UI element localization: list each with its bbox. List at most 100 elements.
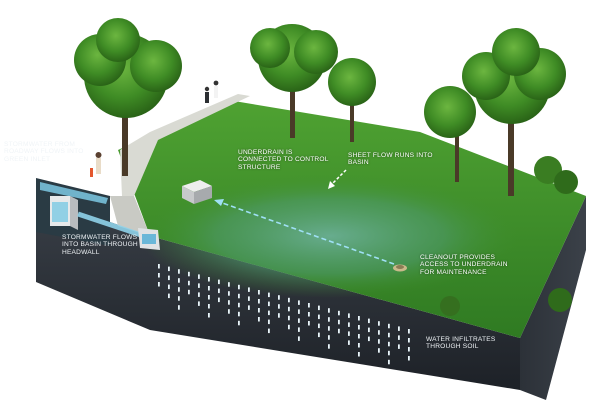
droplet bbox=[388, 332, 390, 338]
droplet bbox=[338, 310, 340, 316]
droplet bbox=[378, 348, 380, 353]
droplet bbox=[368, 336, 370, 342]
droplet bbox=[378, 339, 380, 344]
droplet bbox=[398, 326, 400, 331]
droplet bbox=[318, 305, 320, 311]
infiltration-droplets bbox=[158, 264, 410, 365]
droplet bbox=[238, 320, 240, 326]
pedestrians bbox=[90, 80, 219, 177]
underdrain-arrow bbox=[214, 199, 224, 206]
droplet bbox=[208, 286, 210, 291]
droplet bbox=[338, 328, 340, 334]
inlet-pipe bbox=[77, 211, 151, 241]
droplet bbox=[378, 330, 380, 335]
droplet bbox=[288, 315, 290, 321]
droplet bbox=[178, 287, 180, 292]
droplet bbox=[168, 293, 170, 299]
droplet bbox=[208, 277, 210, 282]
droplet bbox=[158, 264, 160, 269]
droplet bbox=[388, 350, 390, 356]
tree-right-large bbox=[462, 28, 566, 196]
droplet bbox=[358, 343, 360, 348]
droplet bbox=[208, 313, 210, 318]
droplet bbox=[248, 296, 250, 301]
droplet bbox=[308, 312, 310, 317]
roadway-flow-arrow bbox=[63, 173, 85, 181]
droplet bbox=[408, 338, 410, 343]
droplet bbox=[278, 295, 280, 300]
droplet bbox=[298, 309, 300, 314]
droplet bbox=[228, 309, 230, 314]
droplet bbox=[198, 274, 200, 279]
droplet bbox=[188, 289, 190, 295]
droplet bbox=[318, 332, 320, 338]
inlet-water bbox=[40, 182, 108, 204]
droplet bbox=[218, 279, 220, 285]
droplet bbox=[228, 282, 230, 287]
droplet bbox=[398, 344, 400, 349]
control-structure bbox=[182, 180, 212, 204]
droplet bbox=[248, 287, 250, 292]
droplet bbox=[238, 284, 240, 290]
droplet bbox=[398, 335, 400, 340]
droplet bbox=[328, 308, 330, 313]
droplet bbox=[258, 317, 260, 322]
droplet bbox=[238, 302, 240, 308]
droplet bbox=[278, 304, 280, 309]
tree-right-small bbox=[424, 86, 476, 182]
droplet bbox=[158, 282, 160, 287]
tree-center bbox=[250, 24, 338, 138]
droplet bbox=[308, 303, 310, 308]
droplet bbox=[388, 359, 390, 365]
sidewalk-path bbox=[120, 94, 250, 196]
droplet bbox=[218, 297, 220, 303]
droplet bbox=[348, 313, 350, 318]
droplet bbox=[268, 292, 270, 298]
droplet bbox=[408, 347, 410, 352]
label-sheet-flow: SHEET FLOW RUNS INTO BASIN bbox=[348, 152, 433, 167]
droplet bbox=[288, 324, 290, 330]
tree-left bbox=[74, 18, 182, 176]
droplet bbox=[368, 327, 370, 333]
droplet bbox=[348, 340, 350, 345]
droplet bbox=[188, 271, 190, 277]
droplet bbox=[238, 293, 240, 299]
droplet bbox=[328, 326, 330, 331]
droplet bbox=[278, 313, 280, 318]
label-stormwater-roadway: STORMWATER FROM ROADWAY FLOWS INTO GREEN… bbox=[4, 141, 84, 163]
droplet bbox=[368, 318, 370, 324]
shrubs bbox=[440, 156, 578, 316]
droplet bbox=[218, 288, 220, 294]
droplet bbox=[268, 301, 270, 307]
droplet bbox=[268, 319, 270, 325]
cleanout bbox=[393, 264, 407, 272]
droplet bbox=[298, 300, 300, 305]
droplet bbox=[288, 306, 290, 312]
droplet bbox=[318, 314, 320, 320]
droplet bbox=[408, 356, 410, 361]
droplet bbox=[178, 269, 180, 274]
droplet bbox=[348, 322, 350, 327]
droplet bbox=[258, 308, 260, 313]
tree-center-right bbox=[328, 58, 376, 142]
roadway-flow-arrowhead bbox=[60, 176, 67, 184]
droplet bbox=[228, 291, 230, 296]
label-infiltration: WATER INFILTRATES THROUGH SOIL bbox=[426, 336, 496, 351]
droplet bbox=[388, 323, 390, 329]
droplet bbox=[408, 329, 410, 334]
droplet bbox=[238, 311, 240, 317]
droplet bbox=[258, 299, 260, 304]
sheet-flow-arrow bbox=[329, 169, 347, 187]
headwall-outlet bbox=[138, 228, 160, 250]
droplet bbox=[358, 352, 360, 357]
droplet bbox=[268, 310, 270, 316]
droplet bbox=[358, 334, 360, 339]
droplet bbox=[358, 316, 360, 321]
droplet bbox=[178, 296, 180, 301]
droplet bbox=[198, 292, 200, 297]
droplet bbox=[178, 278, 180, 283]
droplet bbox=[188, 280, 190, 286]
droplet bbox=[338, 319, 340, 325]
droplet bbox=[378, 321, 380, 326]
droplet bbox=[158, 273, 160, 278]
